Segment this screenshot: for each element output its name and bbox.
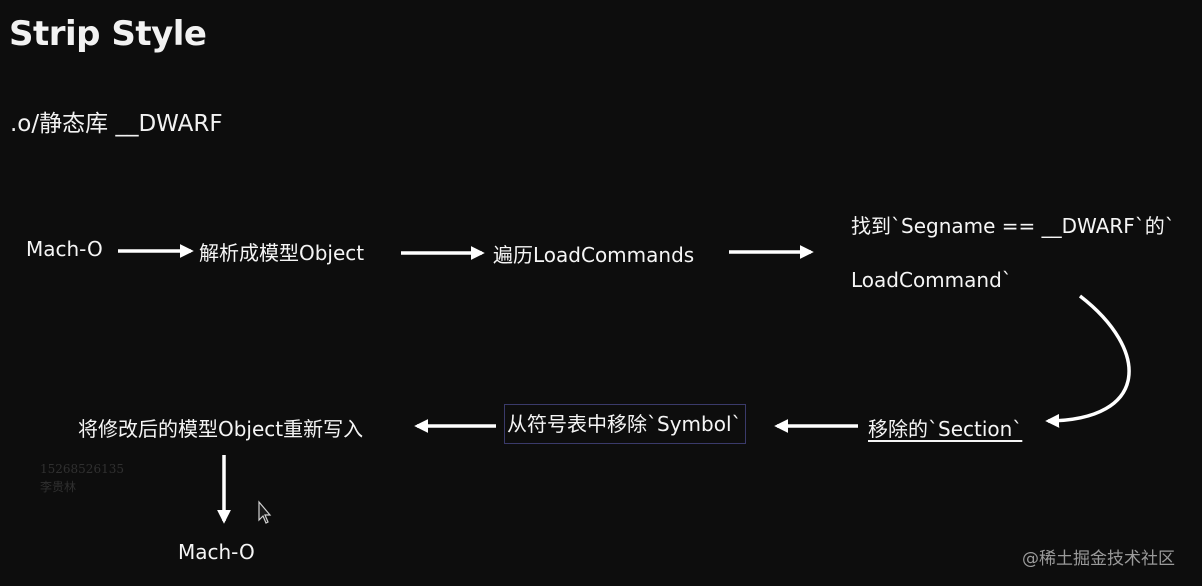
node-find-dwarf-line-2: LoadCommand` [851, 268, 1012, 292]
faint-overlay-text: 15268526135 李贵林 [40, 460, 124, 496]
node-remove-section: 移除的`Section` [868, 417, 1023, 441]
node-mach-o-output: Mach-O [178, 540, 255, 564]
arrow-n4-n5 [1045, 294, 1131, 428]
node-mach-o-input: Mach-O [26, 237, 103, 261]
faint-overlay-line-1: 15268526135 [40, 462, 124, 476]
node-find-dwarf-line-1: 找到`Segname == __DWARF`的` [851, 214, 1175, 238]
node-remove-symbol: 从符号表中移除`Symbol` [504, 404, 746, 444]
watermark: @稀土掘金技术社区 [1022, 549, 1175, 569]
node-iterate-loadcommands: 遍历LoadCommands [493, 243, 695, 267]
page-subtitle: .o/静态库 __DWARF [10, 111, 223, 137]
mouse-cursor-icon [258, 500, 272, 524]
faint-overlay-line-2: 李贵林 [40, 480, 77, 494]
node-write-object: 将修改后的模型Object重新写入 [78, 417, 364, 441]
node-parse-object: 解析成模型Object [199, 241, 365, 265]
page-title: Strip Style [9, 14, 207, 54]
